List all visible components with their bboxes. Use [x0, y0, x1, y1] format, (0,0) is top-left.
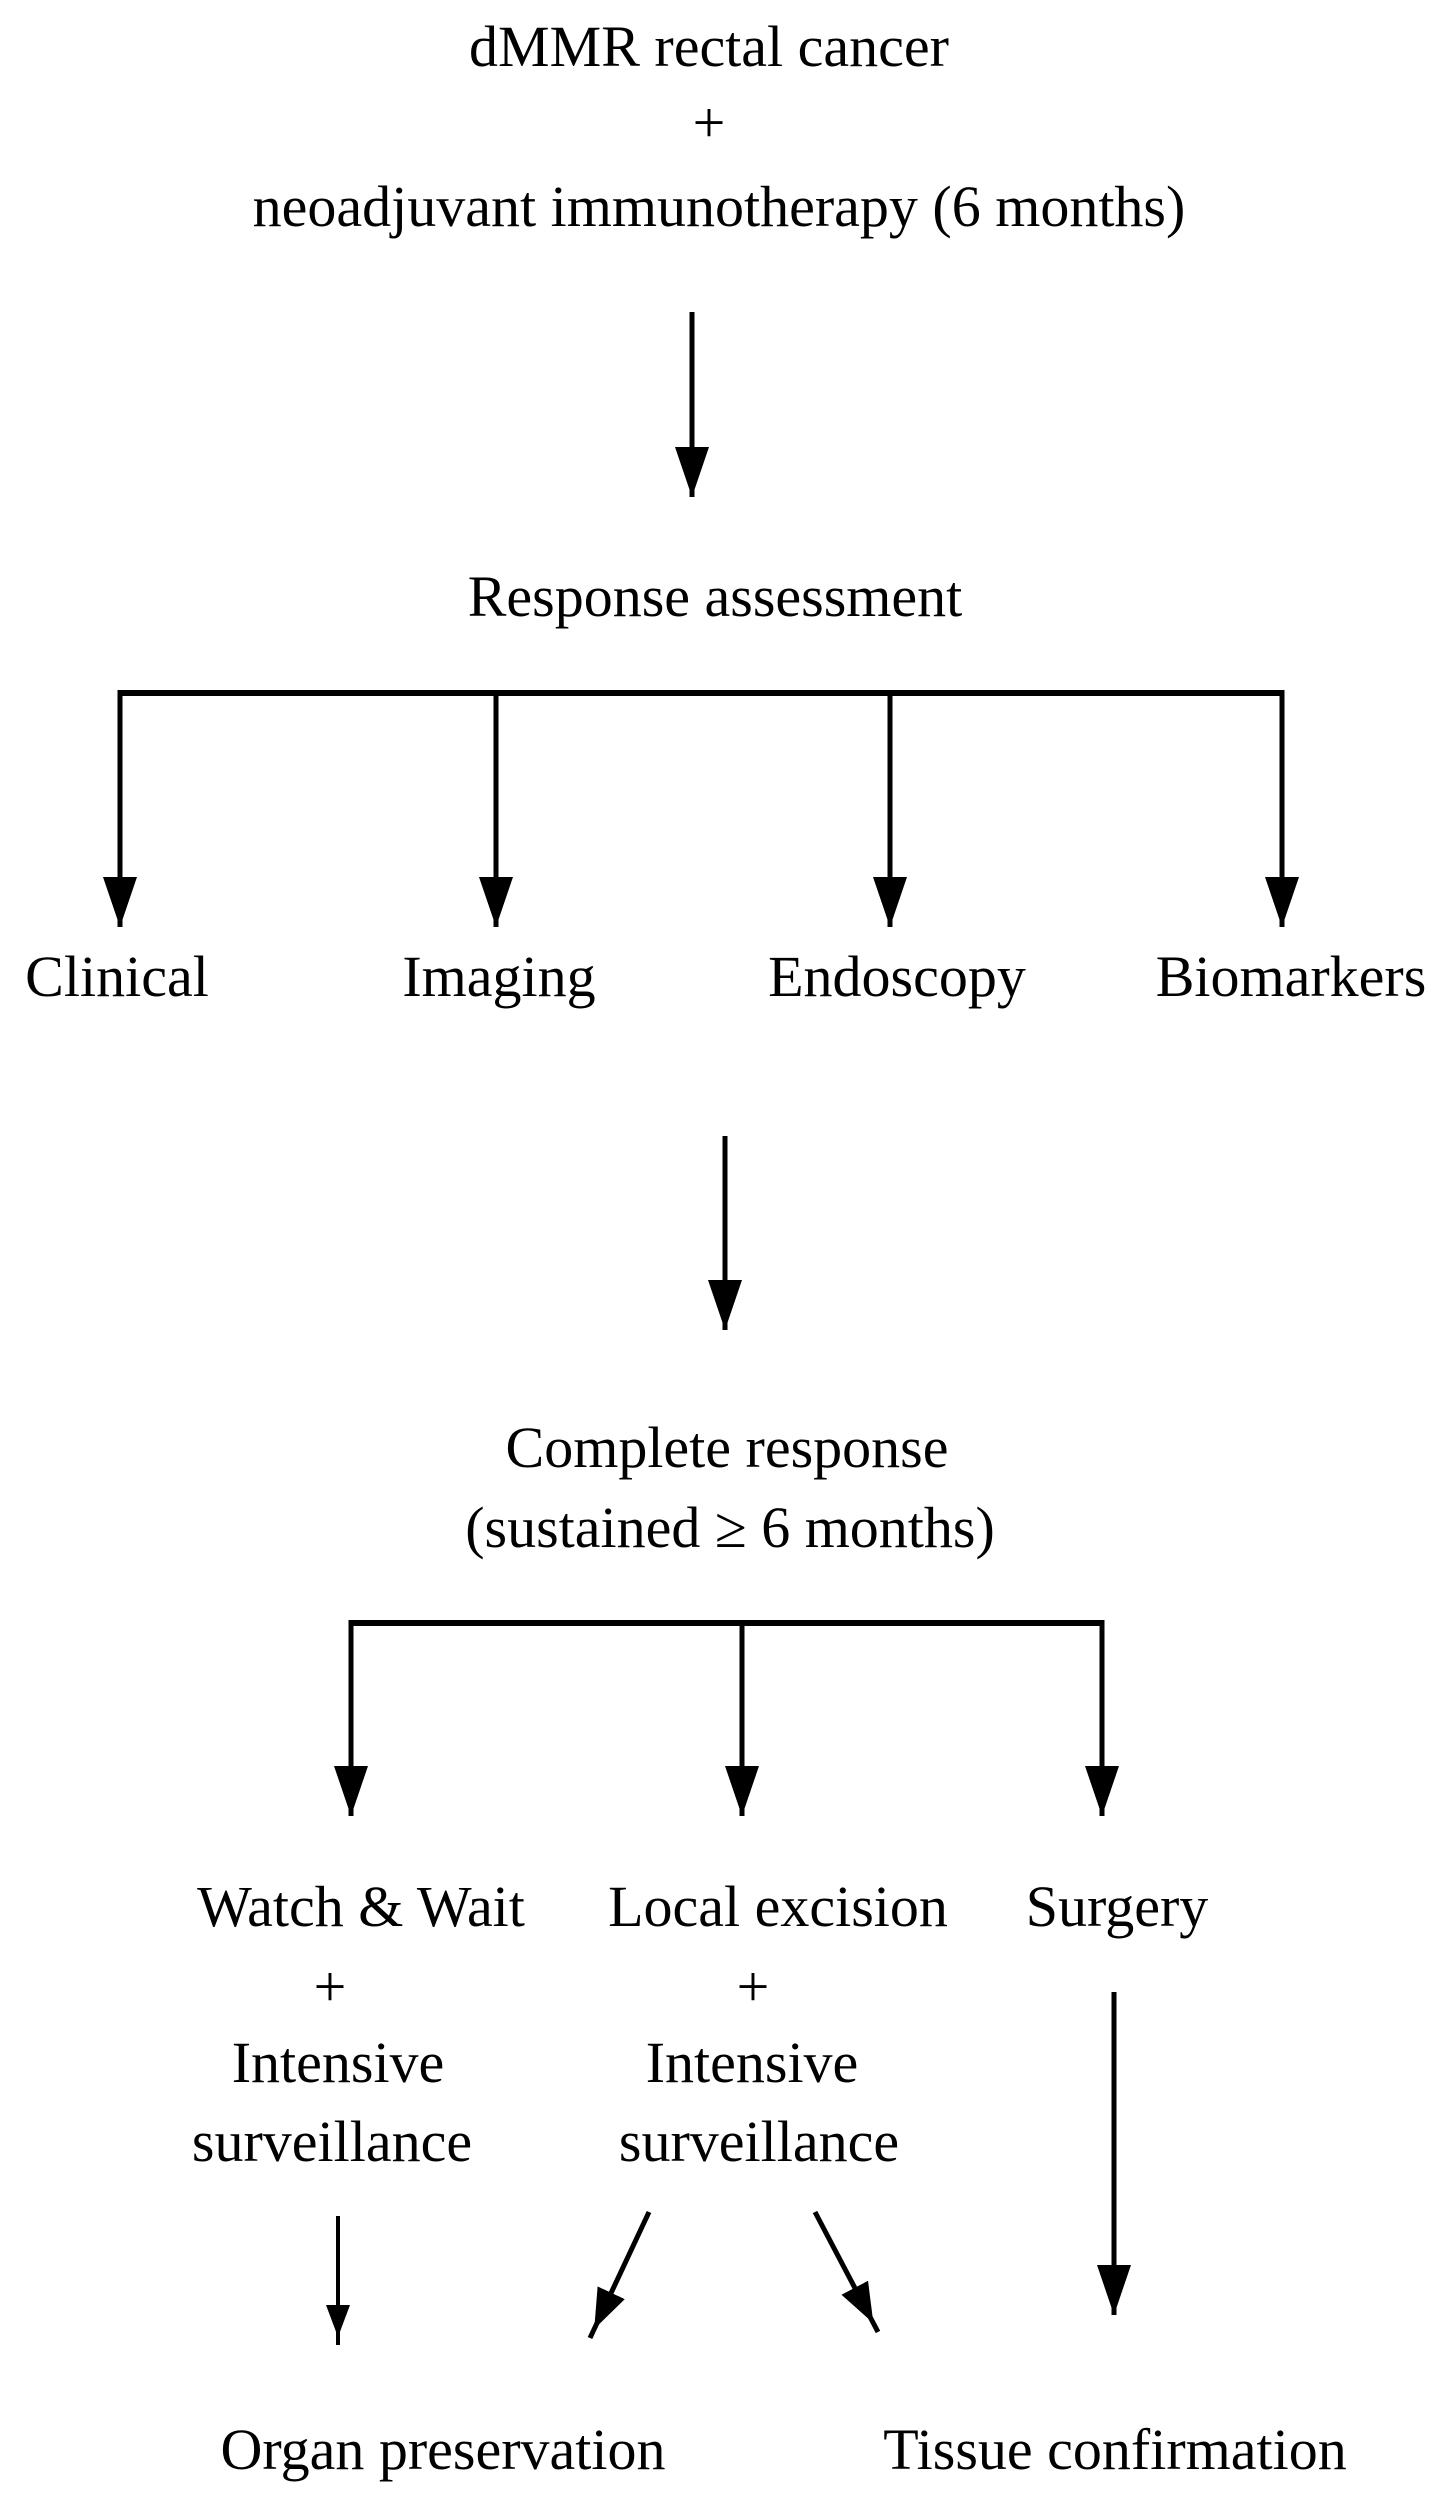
- arrow-local-excision-to-tissue-confirmation-icon: [812, 2210, 881, 2334]
- node-tissue-confirmation: Tissue confirmation: [883, 2417, 1347, 2482]
- local-excision-plus-sign: +: [736, 1954, 770, 2019]
- node-dmmr-rectal-cancer: dMMR rectal cancer: [469, 14, 949, 79]
- node-endoscopy: Endoscopy: [768, 944, 1026, 1009]
- watch-and-wait-surveillance-label: surveillance: [191, 2109, 473, 2174]
- node-imaging: Imaging: [402, 944, 596, 1009]
- title-plus-sign: +: [692, 90, 726, 155]
- watch-and-wait-plus-sign: +: [313, 1954, 347, 2019]
- node-biomarkers: Biomarkers: [1155, 944, 1427, 1009]
- local-excision-intensive-label: Intensive: [645, 2030, 859, 2095]
- node-neoadjuvant-immunotherapy: neoadjuvant immunotherapy (6 months): [252, 174, 1186, 239]
- node-response-assessment: Response assessment: [467, 564, 963, 629]
- arrow-local-excision-to-organ-preservation-icon: [587, 2210, 652, 2340]
- node-complete-response-line2: (sustained ≥ 6 months): [465, 1495, 995, 1560]
- node-local-excision: Local excision: [608, 1874, 948, 1939]
- node-watch-and-wait: Watch & Wait: [197, 1874, 525, 1939]
- node-surgery: Surgery: [1025, 1874, 1209, 1939]
- local-excision-surveillance-label: surveillance: [618, 2109, 900, 2174]
- node-organ-preservation: Organ preservation: [220, 2417, 666, 2482]
- node-complete-response-line1: Complete response: [505, 1415, 949, 1480]
- node-clinical: Clinical: [25, 944, 209, 1009]
- watch-and-wait-intensive-label: Intensive: [231, 2030, 445, 2095]
